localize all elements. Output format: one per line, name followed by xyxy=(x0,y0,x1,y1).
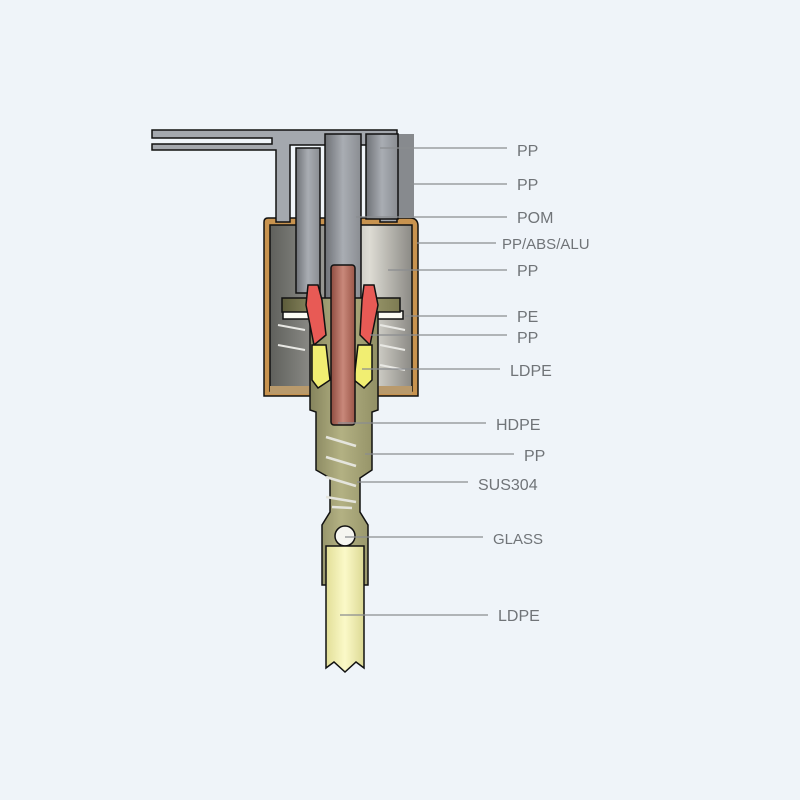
label-spring: SUS304 xyxy=(478,477,538,494)
piston-seal-left xyxy=(311,344,331,390)
label-body-flange: PP xyxy=(517,330,538,347)
label-piston-seal: LDPE xyxy=(510,363,552,380)
label-closure-inner: PP xyxy=(517,263,538,280)
label-actuator-head: PP xyxy=(517,143,538,160)
spring xyxy=(325,435,357,510)
actuator-shadow xyxy=(397,134,414,218)
label-piston-rod: HDPE xyxy=(496,417,540,434)
piston-rod xyxy=(330,264,356,426)
label-gasket: PE xyxy=(517,309,538,326)
label-dip-tube: LDPE xyxy=(498,608,540,625)
label-actuator-collar: PP xyxy=(517,177,538,194)
label-pump-housing: PP xyxy=(524,448,545,465)
label-valve-ball: GLASS xyxy=(493,531,543,548)
leader-lines xyxy=(338,147,514,616)
valve-ball xyxy=(334,525,356,547)
label-stem: POM xyxy=(517,210,553,227)
label-closure-shell: PP/ABS/ALU xyxy=(502,236,590,253)
actuator-collar xyxy=(365,133,399,220)
seal-red-left xyxy=(305,284,327,347)
actuator-inner-wall xyxy=(295,147,321,294)
piston-seal-right xyxy=(353,344,373,390)
dip-tube xyxy=(325,545,365,674)
